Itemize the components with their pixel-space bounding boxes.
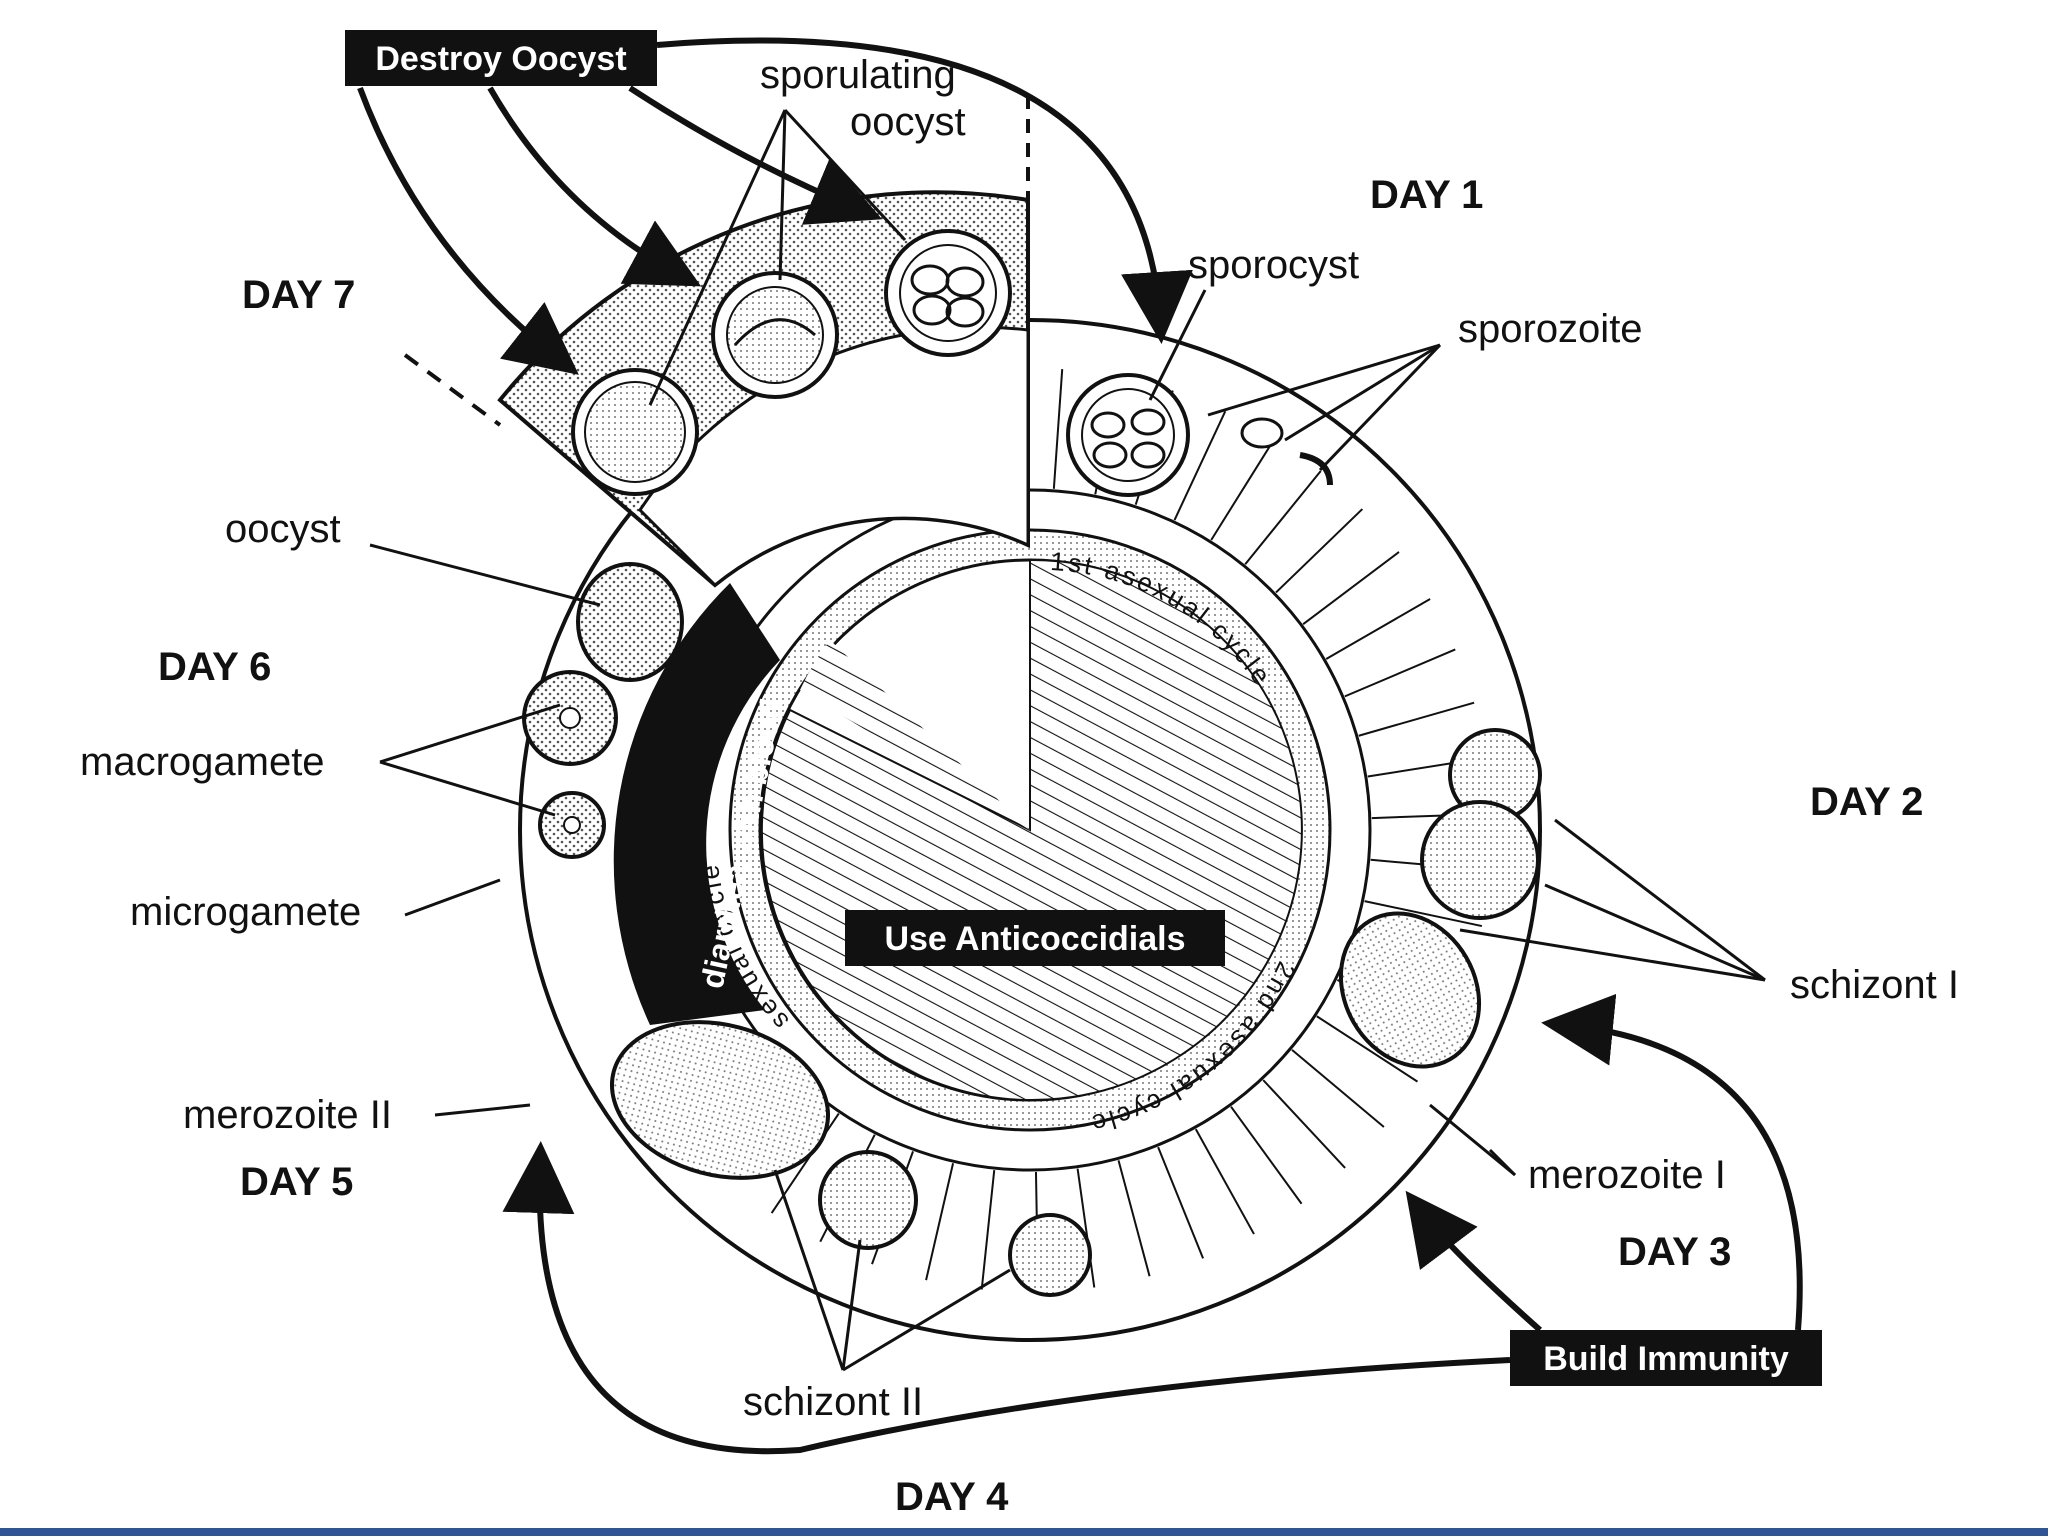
epithelial-cell-wall: [1302, 551, 1400, 625]
epithelial-cell-wall: [1358, 701, 1475, 737]
epithelial-cell-wall: [1244, 470, 1322, 565]
microgamete-label: microgamete: [130, 890, 361, 934]
destroy-oocyst-arrows: [357, 37, 1193, 375]
schizont-ii-clusters: [609, 1020, 1092, 1297]
day-7-label: DAY 7: [242, 273, 355, 317]
epithelial-cell-wall: [1117, 1160, 1151, 1277]
oocyst-label: oocyst: [225, 507, 341, 551]
sporozoite-label: sporozoite: [1458, 307, 1643, 351]
epithelial-cell-wall: [1230, 1106, 1303, 1205]
epithelial-cell-wall: [980, 1170, 996, 1290]
epithelial-cell-wall: [1316, 1015, 1419, 1083]
sporulating-oocysts: [571, 229, 1012, 496]
schizont-ii-label: schizont II: [743, 1380, 923, 1424]
day-3-label: DAY 3: [1618, 1230, 1731, 1274]
day-4-label: DAY 4: [895, 1475, 1009, 1519]
epithelial-cell-wall: [925, 1163, 955, 1281]
epithelial-cell-wall: [1194, 1128, 1255, 1235]
build-immunity-box: [1510, 1330, 1822, 1386]
use-anticoccidials-label: Use Anticoccidials: [884, 920, 1185, 958]
epithelial-cell-wall: [1173, 410, 1227, 521]
epithelial-cell-wall: [1325, 598, 1431, 660]
day-6-label: DAY 6: [158, 645, 271, 689]
destroy-oocyst-label: Destroy Oocyst: [375, 40, 626, 78]
anticoccidial-wedge: [800, 640, 1030, 830]
sporulating-label-line1: sporulating: [760, 53, 956, 97]
gamete-cells: [522, 562, 684, 859]
oocyst-sector-gap: [638, 325, 1030, 588]
bottom-accent-bar: [0, 1528, 2048, 1536]
epithelial-cell-wall: [1291, 1049, 1385, 1128]
leader-lines: [369, 108, 1766, 1372]
build-immunity-label: Build Immunity: [1543, 1340, 1789, 1378]
sporulating-label-line2: oocyst: [850, 100, 966, 144]
epithelial-cell-wall: [1076, 1168, 1096, 1288]
day7-dashed-divider: [403, 353, 502, 427]
epithelial-cell-wall: [1052, 369, 1064, 489]
sporocyst-label: sporocyst: [1188, 243, 1359, 287]
merozoite-ii-label: merozoite II: [183, 1093, 392, 1137]
day-2-label: DAY 2: [1810, 780, 1923, 824]
epithelial-cell-wall: [1262, 1079, 1346, 1169]
schizont-i-clusters: [1338, 728, 1542, 1069]
macrogamete-label: macrogamete: [80, 740, 325, 784]
diarrhea-band: [613, 583, 780, 1025]
use-anticoccidials-box: [845, 910, 1225, 966]
epithelial-cell-wall: [1157, 1146, 1204, 1259]
schizont-i-label: schizont I: [1790, 963, 1959, 1007]
epithelial-cell-wall: [1364, 900, 1483, 928]
sporocyst-group: [1066, 373, 1333, 497]
day-1-label: DAY 1: [1370, 173, 1483, 217]
build-immunity-arrows: [502, 993, 1803, 1455]
destroy-oocyst-box: [345, 30, 657, 86]
epithelial-cell-wall: [1210, 437, 1276, 541]
day-5-label: DAY 5: [240, 1160, 353, 1204]
merozoite-i-label: merozoite I: [1528, 1153, 1726, 1197]
epithelial-cell-wall: [1344, 648, 1456, 698]
epithelial-cell-wall: [1275, 508, 1364, 594]
